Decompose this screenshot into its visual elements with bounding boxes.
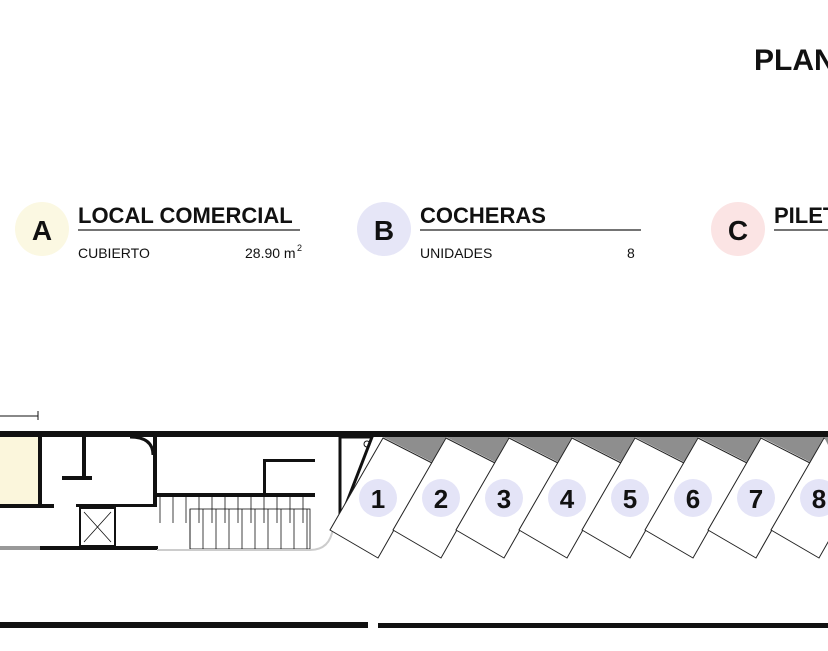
parking-space: 1 xyxy=(329,437,433,559)
parking-space: 5 xyxy=(572,437,685,559)
ramp-shade xyxy=(698,437,761,462)
ramp-shade xyxy=(509,437,572,462)
ramp-shade xyxy=(572,437,635,462)
parking-number: 8 xyxy=(812,484,826,514)
legend-field-a: CUBIERTO xyxy=(78,245,150,261)
parking-space: 7 xyxy=(698,437,811,559)
parking-space: 2 xyxy=(383,437,496,559)
parking-stall xyxy=(770,437,828,559)
parking-number: 5 xyxy=(623,484,637,514)
legend-value-a: 28.90 m xyxy=(245,245,296,261)
parking-area: 1 2 3 4 5 6 7 8 xyxy=(329,437,828,559)
ramp-shade xyxy=(383,437,446,462)
legend-letter-c: C xyxy=(728,215,748,246)
parking-space: 8 xyxy=(761,437,828,559)
parking-space: 4 xyxy=(509,437,622,559)
parking-badge xyxy=(548,479,586,517)
parking-space: 3 xyxy=(446,437,559,559)
legend-cocheras: B COCHERAS UNIDADES 8 xyxy=(357,202,641,261)
parking-badge xyxy=(485,479,523,517)
legend-title-a: LOCAL COMERCIAL xyxy=(78,203,293,228)
legend-badge-a xyxy=(15,202,69,256)
parking-number: 4 xyxy=(560,484,575,514)
legend-badge-c xyxy=(711,202,765,256)
legend-title-c: PILET xyxy=(774,203,828,228)
parking-badge xyxy=(422,479,460,517)
parking-badge xyxy=(611,479,649,517)
parking-badge xyxy=(800,479,828,517)
parking-number: 2 xyxy=(434,484,448,514)
parking-badge xyxy=(737,479,775,517)
legend-badge-b xyxy=(357,202,411,256)
ramp-shade xyxy=(635,437,698,462)
parking-number: 3 xyxy=(497,484,511,514)
parking-number: 1 xyxy=(371,484,385,514)
building-walls xyxy=(0,411,828,628)
legend-letter-b: B xyxy=(374,215,394,246)
parking-badge xyxy=(674,479,712,517)
legend-pileta: C PILET xyxy=(711,202,828,256)
legend-unit-sup: 2 xyxy=(297,243,302,253)
legend-value-b: 8 xyxy=(627,245,635,261)
parking-number: 7 xyxy=(749,484,763,514)
legend-letter-a: A xyxy=(32,215,52,246)
parking-number: 6 xyxy=(686,484,700,514)
ramp-shade xyxy=(761,437,824,462)
parking-space: 6 xyxy=(635,437,748,559)
legend-local-comercial: A LOCAL COMERCIAL CUBIERTO 28.90 m 2 xyxy=(15,202,302,261)
legend-title-b: COCHERAS xyxy=(420,203,546,228)
plan-title: PLAN xyxy=(754,44,828,77)
ramp-shade xyxy=(446,437,509,462)
legend-field-b: UNIDADES xyxy=(420,245,492,261)
parking-badge xyxy=(359,479,397,517)
